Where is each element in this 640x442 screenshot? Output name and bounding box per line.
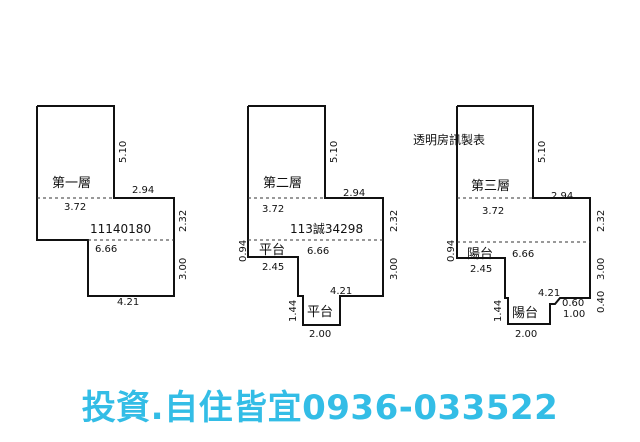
floor-2-dim-200: 2.00 <box>309 329 331 340</box>
floor-3-dim-094: 0.94 <box>446 240 457 262</box>
footer-ad-text: 投資.自住皆宜0936-033522 <box>81 388 559 428</box>
floor-2-dim-300: 3.00 <box>389 258 400 280</box>
floor-2-dim-294: 2.94 <box>343 188 365 199</box>
floor-3-dim-294: 2.94 <box>551 191 573 202</box>
floor-3-dim-300: 3.00 <box>596 258 607 280</box>
floor-3-note: 透明房訊製表 <box>413 132 485 147</box>
floor-2-plan: 第二層 113誠34298 5.10 2.94 3.72 2.32 0.94 平… <box>238 105 400 340</box>
floor-3-dim-144: 1.44 <box>493 300 504 322</box>
floor-1-dim-666: 6.66 <box>95 244 117 255</box>
floor-3-plan: 透明房訊製表 第三層 5.10 2.94 3.72 2.32 0.94 陽台 6… <box>413 105 607 340</box>
floor-2-dim-245: 2.45 <box>262 262 284 273</box>
floor-2-dim-510: 5.10 <box>329 141 340 163</box>
floor-3-dim-421: 4.21 <box>538 288 560 299</box>
floor-3-dim-510: 5.10 <box>537 141 548 163</box>
floor-3-dim-245: 2.45 <box>470 264 492 275</box>
floor-2-code: 113誠34298 <box>290 222 363 236</box>
floor-1-dim-300: 3.00 <box>178 258 189 280</box>
floor-3-dim-372: 3.72 <box>482 206 504 217</box>
floor-2-dim-421: 4.21 <box>330 286 352 297</box>
floor-2-outline <box>247 105 384 326</box>
floor-2-dim-144: 1.44 <box>288 300 299 322</box>
floor-3-dim-232: 2.32 <box>596 210 607 232</box>
floor-1-dim-372: 3.72 <box>64 202 86 213</box>
floor-2-label: 第二層 <box>263 176 302 191</box>
floor-3-dim-040: 0.40 <box>596 291 607 313</box>
floor-3-balcony-mid: 陽台 <box>467 247 493 262</box>
floor-1-dim-421: 4.21 <box>117 297 139 308</box>
floor-1-dim-232: 2.32 <box>178 210 189 232</box>
floor-3-label: 第三層 <box>471 179 510 194</box>
floor-2-dim-372: 3.72 <box>262 204 284 215</box>
floor-3-outline <box>456 105 591 325</box>
floor-2-dim-094: 0.94 <box>238 240 249 262</box>
floor-1-outline <box>36 105 175 297</box>
floor-3-dim-100: 1.00 <box>563 309 585 320</box>
floor-plan-diagram: 第一層 11140180 5.10 2.94 3.72 2.32 6.66 3.… <box>36 105 607 340</box>
floor-2-dim-232: 2.32 <box>389 210 400 232</box>
floor-2-platform-mid: 平台 <box>259 243 285 258</box>
floor-1-dim-294: 2.94 <box>132 185 154 196</box>
floor-3-dim-060: 0.60 <box>562 298 584 309</box>
floor-2-dim-666: 6.66 <box>307 246 329 257</box>
floor-2-platform-low: 平台 <box>307 305 333 320</box>
floor-3-balcony-low: 陽台 <box>512 306 538 321</box>
floor-3-dim-666: 6.66 <box>512 249 534 260</box>
floor-1-label: 第一層 <box>52 176 91 191</box>
floor-1-dim-510: 5.10 <box>118 141 129 163</box>
floor-3-dim-200: 2.00 <box>515 329 537 340</box>
floor-1-code: 11140180 <box>90 222 151 236</box>
floor-1-plan: 第一層 11140180 5.10 2.94 3.72 2.32 6.66 3.… <box>36 105 189 308</box>
